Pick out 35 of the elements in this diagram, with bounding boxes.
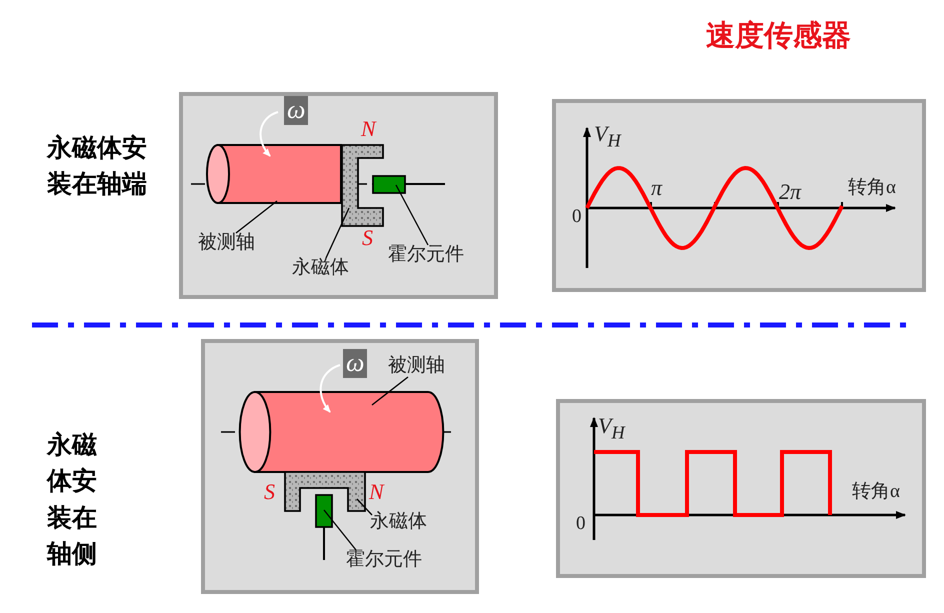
leader-line (324, 510, 356, 550)
axis-label: 0 (576, 514, 586, 535)
hall-element (372, 175, 406, 194)
part-label: 永磁体 (370, 512, 427, 533)
side-caption: 永磁体安装在轴侧 (47, 429, 98, 570)
leader-line (356, 498, 372, 516)
axis-label: 转角α (848, 178, 896, 199)
side-caption: 永磁体安装在轴端 (47, 132, 147, 200)
omega-label: ω (284, 96, 308, 125)
axis-label: V$_{H}$ (598, 414, 625, 443)
shaft-cylinder (206, 144, 342, 204)
hall-element (315, 494, 333, 560)
omega-label: ω (343, 349, 368, 378)
pole-label: S (264, 480, 275, 504)
magnet-block (284, 471, 366, 512)
axis-label: 转角α (852, 482, 900, 503)
leader-line (236, 200, 278, 234)
axis-label: V$_{H}$ (594, 122, 621, 151)
part-label: 霍尔元件 (388, 245, 464, 266)
leader-line (372, 376, 408, 406)
leader-line (325, 208, 350, 258)
shaft-cylinder (238, 391, 444, 473)
part-label: 被测轴 (388, 356, 445, 377)
axis-label: 2π (779, 180, 802, 204)
leader-line (395, 184, 429, 246)
axis-label: π (651, 176, 662, 200)
part-label: 霍尔元件 (346, 550, 422, 571)
title: 速度传感器 (706, 17, 851, 54)
part-label: 永磁体 (292, 258, 349, 279)
part-label: 被测轴 (198, 233, 255, 254)
pole-label: N (369, 480, 384, 504)
axis-label: 0 (572, 207, 582, 228)
pole-label: S (362, 226, 373, 250)
magnet-block (341, 144, 384, 227)
pole-label: N (361, 117, 376, 142)
